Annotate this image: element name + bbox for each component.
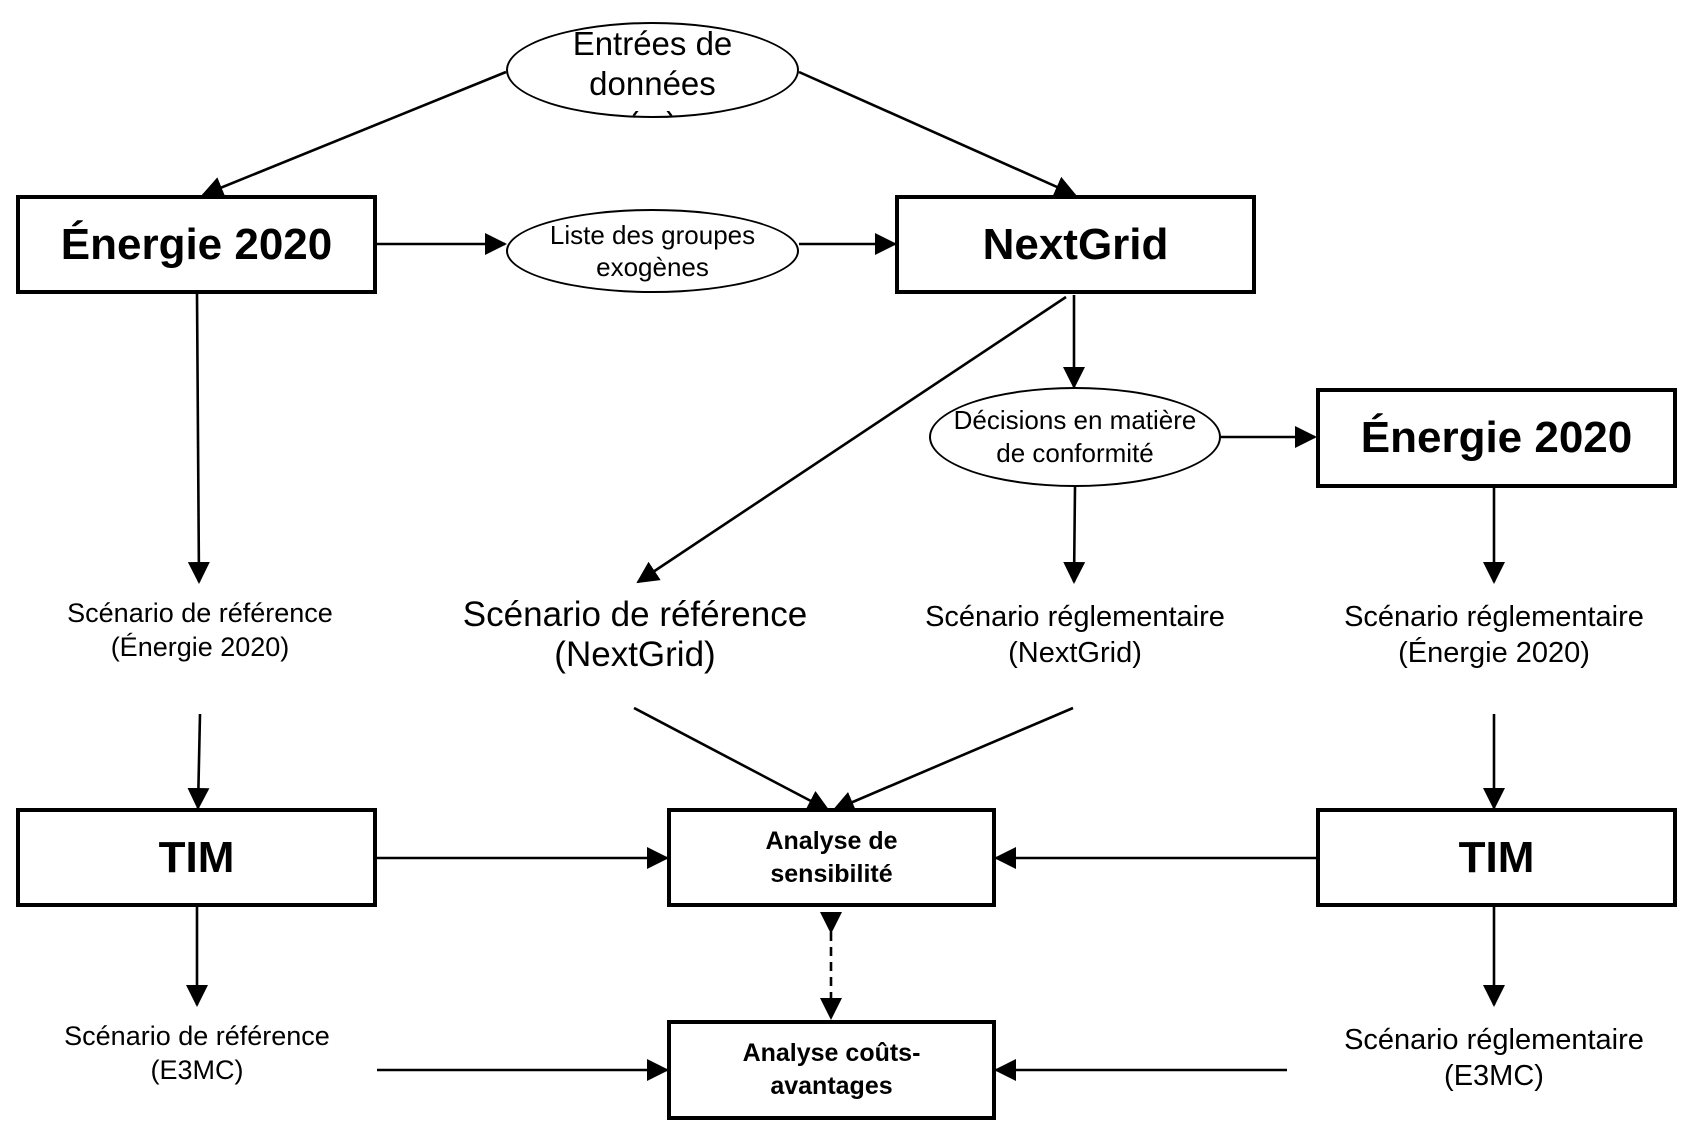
exogenous-groups-line2: exogènes (596, 252, 709, 282)
arrow-entrees-to-energie-left (201, 70, 507, 198)
compliance-decisions-line1: Décisions en matière (953, 405, 1197, 435)
tim-left-box: TIM (16, 808, 377, 907)
reg-scenario-nextgrid-label: Scénario réglementaire (NextGrid) (895, 599, 1255, 672)
cost-benefit-analysis-box: Analyse coûts- avantages (667, 1020, 996, 1120)
data-inputs-line3: (...) (573, 104, 733, 116)
ref-scenario-energie-label: Scénario de référence (Énergie 2020) (30, 597, 370, 665)
ref-scenario-nextgrid-label: Scénario de référence (NextGrid) (430, 595, 840, 676)
tim-right-box: TIM (1316, 808, 1677, 907)
cost-benefit-analysis-line2: avantages (770, 1072, 893, 1100)
sensitivity-analysis-line2: sensibilité (770, 859, 893, 888)
exogenous-groups-ellipse: Liste des groupes exogènes (506, 209, 799, 293)
exogenous-groups-line1: Liste des groupes (549, 220, 756, 250)
energie-2020-left-label: Énergie 2020 (60, 219, 333, 269)
arrow-nextgrid-to-ref-nextgrid (636, 295, 1067, 584)
ref-scenario-energie-line2: (Énergie 2020) (110, 631, 290, 662)
sensitivity-analysis-line1: Analyse de (765, 826, 898, 855)
arrow-reg-nextgrid-to-sensibilite (832, 706, 1074, 813)
ref-scenario-nextgrid-line1: Scénario de référence (462, 595, 808, 634)
energie-2020-left-box: Énergie 2020 (16, 195, 377, 294)
energie-2020-right-label: Énergie 2020 (1360, 413, 1633, 462)
reg-scenario-e3mc-line2: (E3MC) (1444, 1060, 1544, 1093)
cost-benefit-analysis-line1: Analyse coûts- (742, 1039, 921, 1067)
reg-scenario-energie-label: Scénario réglementaire (Énergie 2020) (1314, 599, 1674, 672)
arrow-energie-to-ref-energie (187, 293, 210, 584)
arrow-entrees-to-nextgrid (798, 70, 1077, 197)
ref-scenario-energie-line1: Scénario de référence (67, 598, 333, 628)
ref-scenario-nextgrid-line2: (NextGrid) (554, 635, 716, 675)
reg-scenario-e3mc-label: Scénario réglementaire (E3MC) (1314, 1022, 1674, 1095)
tim-right-label: TIM (1458, 832, 1535, 882)
compliance-decisions-ellipse: Décisions en matière de conformité (929, 387, 1221, 487)
sensitivity-analysis-box: Analyse de sensibilité (667, 808, 996, 907)
reg-scenario-energie-line2: (Énergie 2020) (1398, 637, 1590, 670)
arrow-decisions-to-reg-nextgrid (1063, 486, 1086, 584)
reg-scenario-energie-line1: Scénario réglementaire (1344, 601, 1644, 633)
arrow-ref-energie-to-tim-left (187, 713, 210, 810)
arrow-ref-nextgrid-to-sensibilite (633, 706, 830, 812)
data-inputs-ellipse: Entrées de données (...) (506, 22, 799, 118)
nextgrid-label: NextGrid (982, 219, 1169, 269)
ref-scenario-e3mc-line2: (E3MC) (150, 1054, 244, 1085)
data-inputs-line1: Entrées de (572, 25, 733, 62)
ref-scenario-e3mc-label: Scénario de référence (E3MC) (27, 1020, 367, 1088)
tim-left-label: TIM (158, 832, 235, 882)
nextgrid-box: NextGrid (895, 195, 1256, 294)
compliance-decisions-line2: de conformité (996, 438, 1154, 468)
reg-scenario-nextgrid-line1: Scénario réglementaire (925, 601, 1225, 633)
ref-scenario-e3mc-line1: Scénario de référence (64, 1021, 330, 1051)
reg-scenario-nextgrid-line2: (NextGrid) (1008, 637, 1142, 670)
reg-scenario-e3mc-line1: Scénario réglementaire (1344, 1024, 1644, 1056)
data-inputs-line2: données (589, 65, 716, 102)
energie-2020-right-box: Énergie 2020 (1316, 388, 1677, 488)
